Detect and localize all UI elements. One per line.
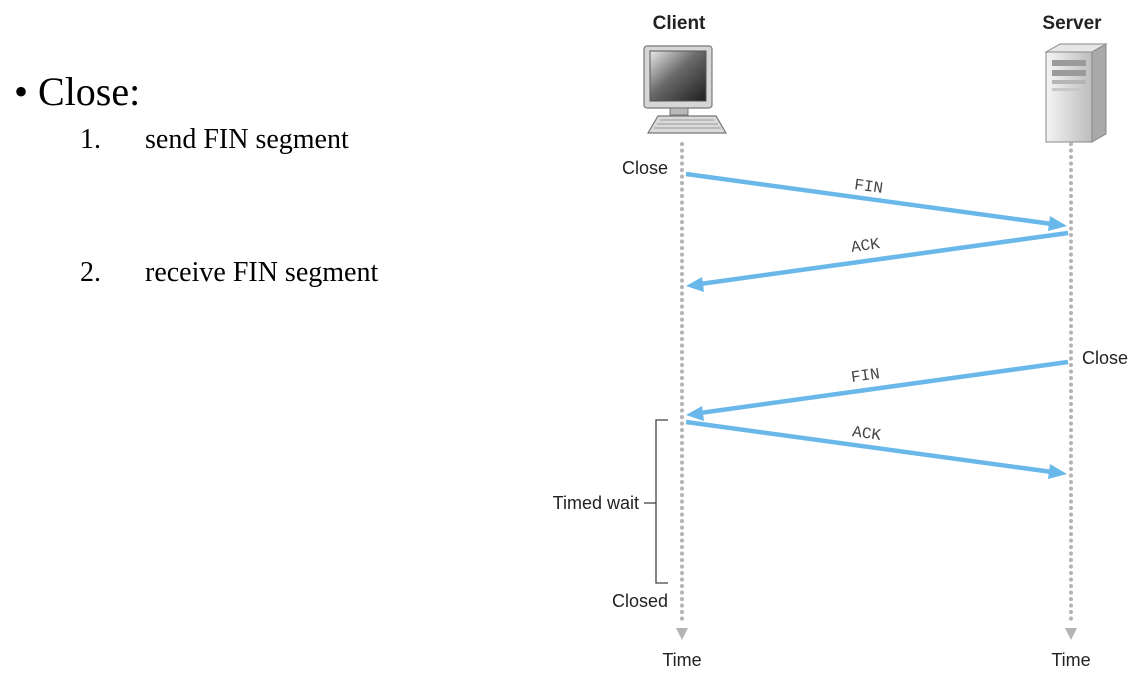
step-2-number: 2. [80, 257, 101, 288]
timed-wait-bracket [655, 419, 668, 584]
bullet-title: • Close: [14, 68, 140, 115]
client-time-label: Time [662, 650, 701, 670]
step-1-number: 1. [80, 124, 101, 155]
ack-arrow-client-to-server [685, 419, 1067, 479]
fin-label-1: FIN [853, 176, 884, 198]
ack-arrow-server-to-client [686, 230, 1069, 292]
bullet-marker: • [14, 69, 29, 114]
fin-label-2: FIN [850, 365, 881, 387]
client-label: Client [653, 13, 706, 34]
server-close-label: Close [1082, 348, 1128, 368]
server-time-arrowhead [1065, 628, 1077, 640]
step-1-text: send FIN segment [145, 124, 349, 155]
server-time-label: Time [1051, 650, 1090, 670]
client-close-label: Close [622, 158, 668, 178]
server-label: Server [1042, 13, 1102, 34]
ack-label-2: ACK [851, 423, 882, 445]
bullet-title-text: Close: [38, 69, 141, 114]
fin-arrow-client-to-server [685, 171, 1067, 231]
server-tower-icon [1044, 43, 1108, 143]
timed-wait-label: Timed wait [553, 493, 639, 513]
step-2-text: receive FIN segment [145, 257, 379, 288]
closed-label: Closed [612, 591, 668, 611]
client-time-arrowhead [676, 628, 688, 640]
ack-label-1: ACK [850, 235, 881, 257]
client-computer-icon [643, 45, 728, 134]
fin-arrow-server-to-client [686, 359, 1069, 421]
